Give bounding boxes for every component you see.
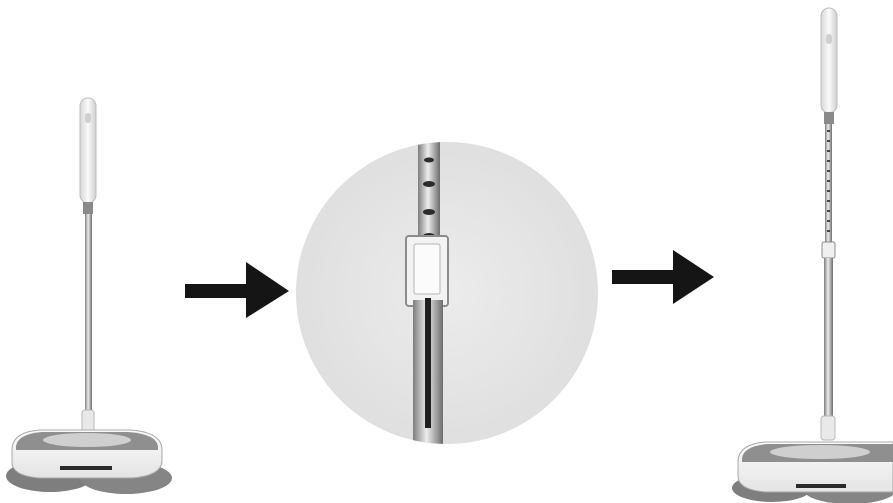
handle-button-icon xyxy=(85,113,91,123)
adjust-hole-1 xyxy=(424,158,434,163)
handle-detail-zoom xyxy=(296,140,598,450)
neck-joint xyxy=(82,410,94,432)
handle-grip xyxy=(821,8,837,113)
neck-joint xyxy=(821,416,835,440)
adjust-hole-3 xyxy=(423,209,435,215)
spin-mop-extended xyxy=(732,8,893,503)
collar xyxy=(83,202,93,214)
arrow-right-icon xyxy=(612,250,714,304)
adjust-hole-2 xyxy=(423,181,435,187)
pole-lower xyxy=(824,258,833,430)
mop-slot xyxy=(60,466,112,470)
lock-slot xyxy=(425,298,431,428)
mop-top-window xyxy=(770,445,870,459)
collar xyxy=(824,112,834,124)
spin-mop-short xyxy=(6,98,172,494)
handle-button-icon xyxy=(826,34,832,44)
pole xyxy=(85,214,92,424)
arrow-right-icon xyxy=(185,262,289,318)
mop-slot xyxy=(796,484,846,488)
lock-collar xyxy=(822,242,835,258)
mop-top-window xyxy=(43,433,131,447)
